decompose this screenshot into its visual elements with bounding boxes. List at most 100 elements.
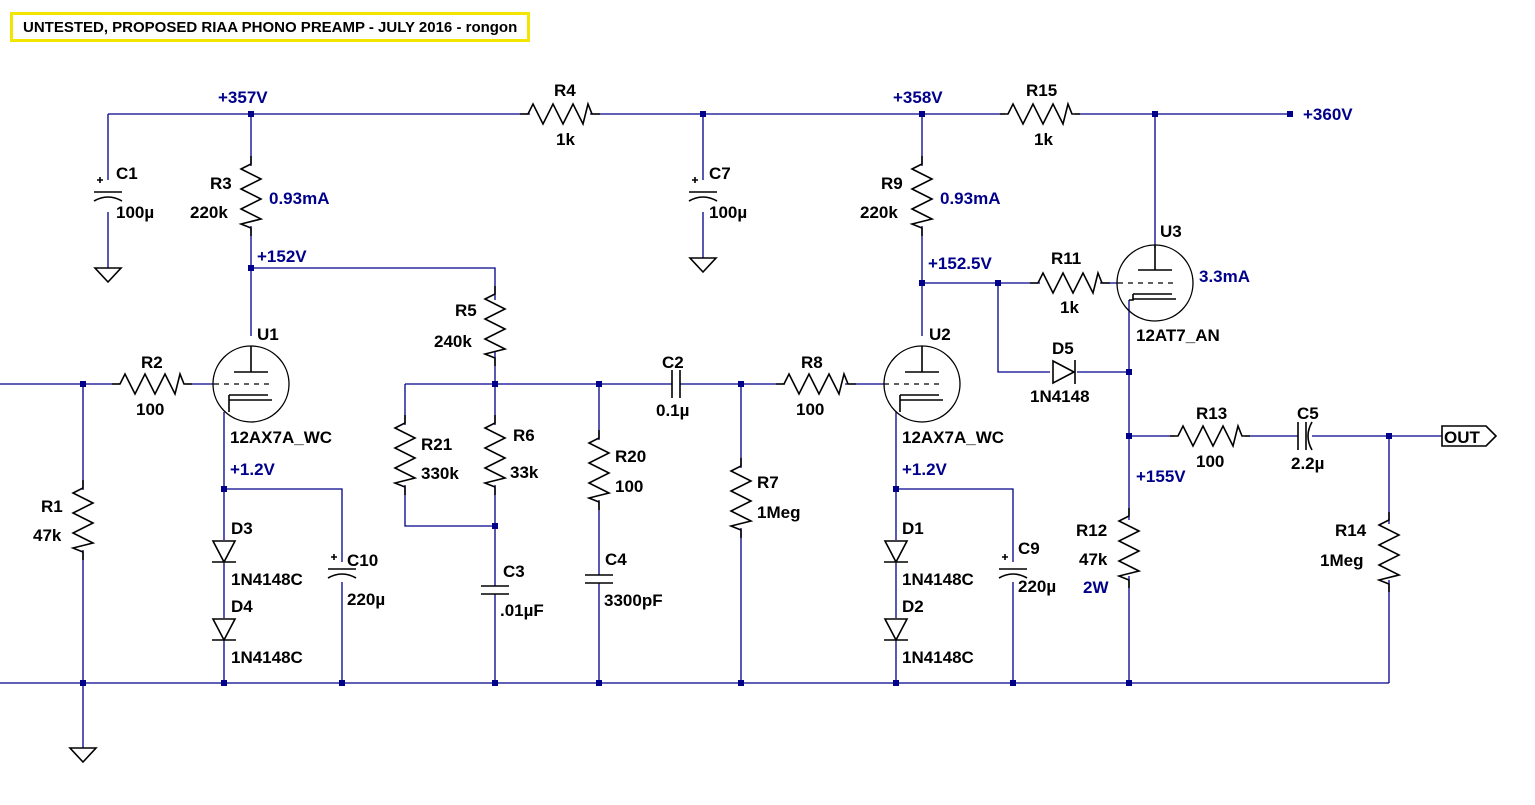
capacitor-c10: [327, 554, 357, 579]
label-ref: R1: [41, 497, 63, 516]
annotation: 2W: [1083, 578, 1109, 597]
label-ref: C10: [347, 551, 378, 570]
annotation: +1.2V: [902, 460, 948, 479]
label-ref: U2: [929, 325, 951, 344]
voltage-current-annotations: +357V +358V +360V +152V +152.5V 0.93mA 0…: [218, 88, 1353, 597]
ground-icon: [688, 257, 718, 274]
resistor-r3: [240, 155, 262, 237]
label-value: 220µ: [1018, 577, 1056, 596]
ground-icon: [93, 267, 123, 284]
ground-symbols: [68, 257, 718, 764]
annotation: +1.2V: [230, 460, 276, 479]
label-ref: C4: [605, 550, 627, 569]
label-value: 220µ: [347, 590, 385, 609]
label-value: 100: [136, 400, 164, 419]
resistor-symbols: [72, 103, 1400, 593]
label-value: 0.1µ: [656, 401, 689, 420]
resistor-r8: [775, 373, 857, 395]
capacitor-c4: [585, 574, 613, 584]
resistor-r7: [730, 457, 752, 539]
output-port: OUT: [1441, 425, 1498, 447]
label-ref: C3: [503, 562, 525, 581]
label-ref: C5: [1297, 404, 1319, 423]
tube-symbols: [212, 244, 1194, 423]
label-ref: R2: [141, 353, 163, 372]
label-value: 100: [1196, 452, 1224, 471]
label-ref: C2: [662, 353, 684, 372]
label-value: 47k: [1079, 550, 1108, 569]
label-value: .01µF: [500, 601, 544, 620]
label-ref: D3: [231, 519, 253, 538]
label-ref: R8: [801, 353, 823, 372]
label-ref: R5: [455, 301, 477, 320]
diode-d5: [1052, 359, 1076, 385]
tube-u2: [883, 345, 961, 423]
label-value: 1N4148C: [231, 570, 303, 589]
label-ref: R11: [1051, 249, 1081, 268]
label-ref: R7: [757, 473, 779, 492]
label-ref: R21: [421, 435, 452, 454]
label-value: 1N4148C: [902, 570, 974, 589]
label-ref: R3: [210, 174, 232, 193]
label-value: 1Meg: [1320, 551, 1363, 570]
label-value: 3300pF: [604, 591, 663, 610]
tube-u3: [1116, 244, 1194, 322]
capacitor-c9: [998, 554, 1028, 579]
diode-d2: [883, 618, 909, 642]
annotation: +152.5V: [928, 254, 992, 273]
label-ref: D4: [231, 597, 253, 616]
label-value: 1k: [556, 130, 575, 149]
label-value: 100µ: [709, 203, 747, 222]
capacitor-c5: [1297, 421, 1313, 451]
label-ref: C1: [116, 164, 138, 183]
label-value: 2.2µ: [1291, 454, 1324, 473]
label-ref: R9: [881, 174, 903, 193]
label-ref: R20: [615, 447, 646, 466]
label-value: 1Meg: [757, 503, 800, 522]
label-value: 330k: [421, 464, 459, 483]
resistor-r11: [1029, 272, 1111, 294]
label-value: 240k: [434, 332, 472, 351]
capacitor-c1: [93, 177, 123, 202]
label-value: 12AX7A_WC: [230, 428, 332, 447]
label-value: 100: [796, 400, 824, 419]
annotation: 0.93mA: [940, 189, 1000, 208]
label-ref: D5: [1052, 339, 1074, 358]
label-ref: C7: [709, 164, 731, 183]
resistor-r4: [519, 103, 601, 125]
component-labels: C1 100µ R3 220k R4 1k C7 100µ R9 220k R1…: [33, 81, 1367, 667]
capacitor-symbols: [93, 177, 1313, 595]
label-value: 220k: [190, 203, 228, 222]
resistor-r6: [484, 414, 506, 496]
label-value: 1N4148: [1030, 387, 1090, 406]
annotation: 0.93mA: [269, 189, 329, 208]
label-value: 100µ: [116, 203, 154, 222]
resistor-r2: [111, 373, 193, 395]
resistor-r20: [588, 429, 610, 511]
label-value: 100: [615, 477, 643, 496]
annotation: 3.3mA: [1199, 267, 1250, 286]
label-value: 1N4148C: [902, 648, 974, 667]
label-ref: R15: [1026, 81, 1057, 100]
annotation: +360V: [1303, 105, 1353, 124]
ground-icon: [68, 747, 98, 764]
label-value: 47k: [33, 526, 62, 545]
diode-symbols: [211, 359, 1076, 642]
resistor-r21: [394, 414, 416, 496]
capacitor-c3: [481, 585, 509, 595]
annotation: +357V: [218, 88, 268, 107]
diode-d3: [211, 540, 237, 564]
label-value: 1k: [1060, 298, 1079, 317]
label-value: 220k: [860, 203, 898, 222]
annotation: +152V: [257, 247, 307, 266]
diode-d4: [211, 618, 237, 642]
junction-dots: [80, 111, 1392, 686]
label-ref: R13: [1196, 404, 1227, 423]
resistor-r1: [72, 479, 94, 561]
label-ref: D2: [902, 597, 924, 616]
label-value: 1k: [1034, 130, 1053, 149]
label-value: 12AX7A_WC: [902, 428, 1004, 447]
resistor-r9: [911, 155, 933, 237]
output-port-label: OUT: [1444, 428, 1481, 447]
